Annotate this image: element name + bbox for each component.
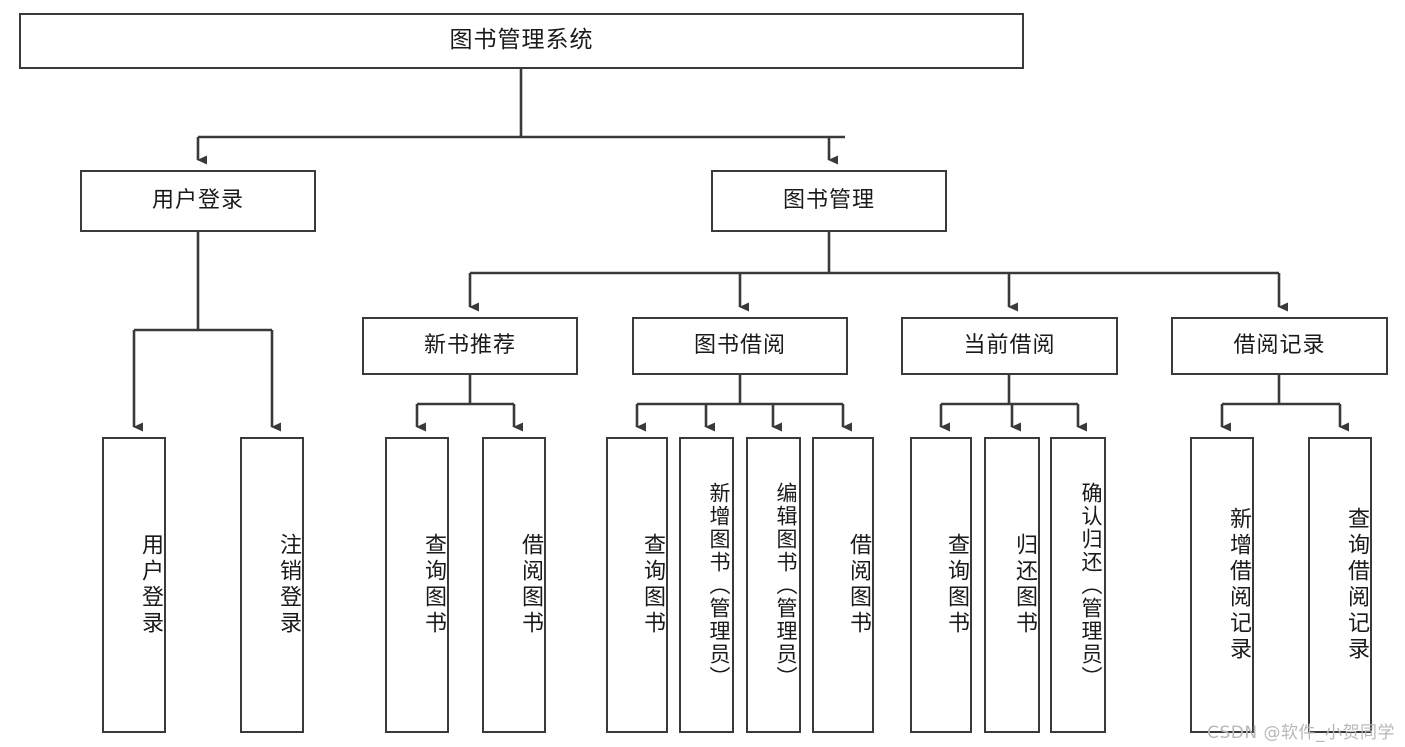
node-leaf-query-record-label: 查询借阅记录 [1344, 507, 1369, 663]
node-leaf-edit-book[interactable]: 编辑图书（管理员） [746, 437, 801, 733]
node-new-book-recommend[interactable]: 新书推荐 [362, 317, 578, 375]
node-leaf-return-book[interactable]: 归还图书 [984, 437, 1040, 733]
node-leaf-query-book-1-label: 查询图书 [421, 533, 446, 637]
node-leaf-add-record-label: 新增借阅记录 [1226, 507, 1251, 663]
node-current-borrow-label: 当前借阅 [963, 332, 1056, 358]
node-leaf-borrow-book-1-label: 借阅图书 [518, 533, 543, 637]
node-user-login[interactable]: 用户登录 [80, 170, 316, 232]
node-leaf-add-record[interactable]: 新增借阅记录 [1190, 437, 1254, 733]
node-leaf-query-book-3-label: 查询图书 [944, 533, 969, 637]
node-leaf-return-book-label: 归还图书 [1012, 533, 1037, 637]
node-current-borrow[interactable]: 当前借阅 [901, 317, 1118, 375]
node-leaf-query-book-2-label: 查询图书 [640, 533, 665, 637]
node-root-label: 图书管理系统 [449, 27, 594, 54]
node-borrow-record[interactable]: 借阅记录 [1171, 317, 1388, 375]
node-user-login-label: 用户登录 [151, 187, 244, 213]
node-leaf-query-book-3[interactable]: 查询图书 [910, 437, 972, 733]
node-borrow-record-label: 借阅记录 [1233, 332, 1326, 358]
node-leaf-add-book-label: 新增图书（管理员） [707, 481, 731, 689]
node-leaf-edit-book-label: 编辑图书（管理员） [774, 481, 798, 689]
node-leaf-borrow-book-2-label: 借阅图书 [846, 533, 871, 637]
node-leaf-user-login-label: 用户登录 [138, 533, 163, 637]
node-book-borrow[interactable]: 图书借阅 [632, 317, 848, 375]
node-leaf-logout-label: 注销登录 [276, 533, 301, 637]
node-book-borrow-label: 图书借阅 [693, 332, 786, 358]
node-leaf-user-login[interactable]: 用户登录 [102, 437, 166, 733]
node-book-manage[interactable]: 图书管理 [711, 170, 947, 232]
node-leaf-borrow-book-1[interactable]: 借阅图书 [482, 437, 546, 733]
node-leaf-confirm-return-label: 确认归还（管理员） [1079, 481, 1103, 689]
node-leaf-query-book-1[interactable]: 查询图书 [385, 437, 449, 733]
node-leaf-logout[interactable]: 注销登录 [240, 437, 304, 733]
csdn-watermark: CSDN @软件_小贺同学 [1207, 723, 1395, 743]
node-leaf-confirm-return[interactable]: 确认归还（管理员） [1050, 437, 1106, 733]
node-leaf-borrow-book-2[interactable]: 借阅图书 [812, 437, 874, 733]
node-new-book-recommend-label: 新书推荐 [423, 332, 516, 358]
node-leaf-query-record[interactable]: 查询借阅记录 [1308, 437, 1372, 733]
node-book-manage-label: 图书管理 [782, 187, 875, 213]
node-root[interactable]: 图书管理系统 [19, 13, 1024, 69]
node-leaf-query-book-2[interactable]: 查询图书 [606, 437, 668, 733]
node-leaf-add-book[interactable]: 新增图书（管理员） [679, 437, 734, 733]
